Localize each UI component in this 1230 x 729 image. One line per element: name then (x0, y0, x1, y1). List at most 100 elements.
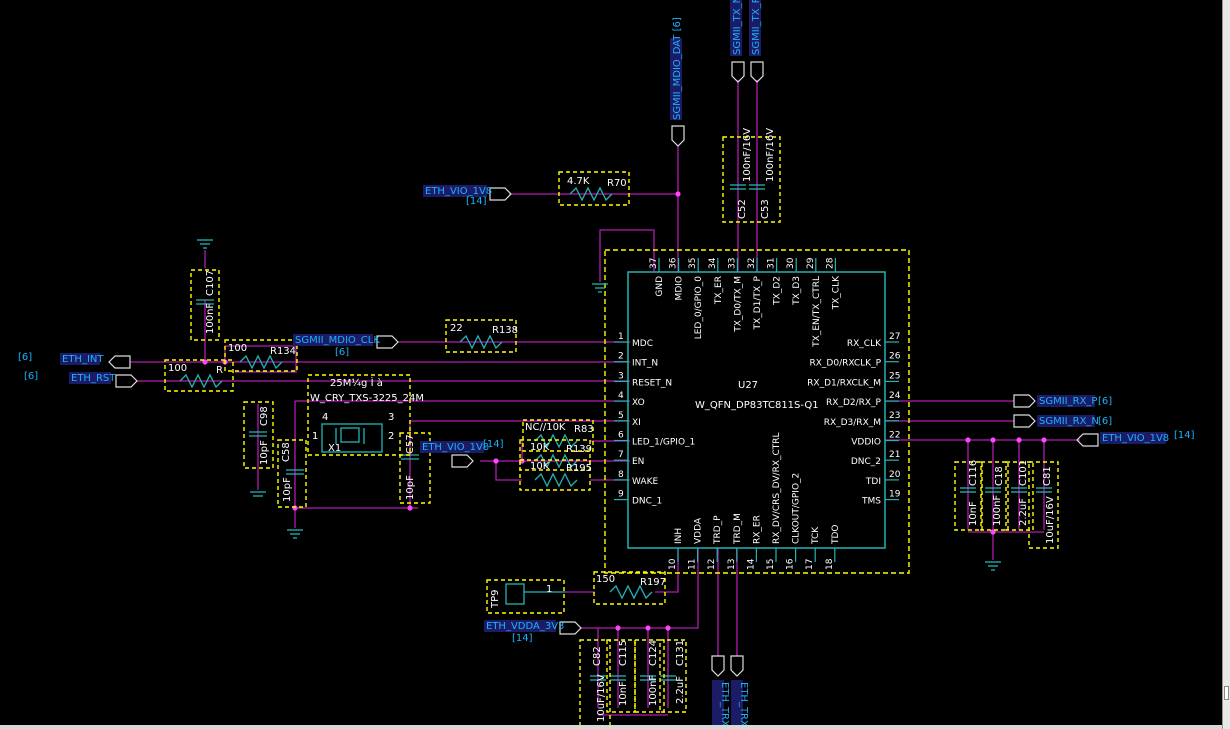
net-tx-n[interactable]: SGMII_TX_N (732, 0, 743, 55)
pin-num-32: 32 (747, 258, 757, 269)
pin-name-27: RX_CLK (847, 339, 882, 349)
pin-name-11: VDDA (694, 517, 704, 544)
c81-value: 10uF/16V (1045, 496, 1056, 544)
pin-num-34: 34 (708, 257, 718, 269)
c124-ref: C124 (648, 640, 659, 666)
x1-pin4: 4 (322, 412, 328, 423)
r134-value: 100 (228, 343, 247, 354)
chip-outline-dashed (604, 249, 910, 574)
rb-value: 100 (168, 363, 187, 374)
c58-value: 10pF (282, 477, 293, 502)
pin-num-35: 35 (688, 258, 698, 269)
c131-value: 2.2uF (675, 676, 686, 704)
net-trx-n[interactable]: ETH_TRX- (738, 682, 749, 729)
net-rx-n[interactable]: SGMII_RX_N (1039, 416, 1099, 427)
net-rx-p[interactable]: SGMII_RX_P (1039, 396, 1097, 407)
net-eth-int-ref: [6] (18, 352, 32, 363)
net-eth-int[interactable]: ETH_INT (62, 354, 104, 365)
pin-num-20: 20 (889, 470, 901, 480)
horizontal-scrollbar[interactable] (0, 725, 1222, 729)
c53-ref: C53 (760, 199, 771, 219)
pin-name-24: RX_D2/RX_P (826, 398, 882, 408)
c57-value: 10pF (405, 475, 416, 500)
component-labels: 4.7K R70 22 R138 100 R134 100 R NC//10K … (168, 128, 1056, 722)
net-eth-rst[interactable]: ETH_RST (71, 373, 116, 384)
net-vdda-ref: [14] (512, 633, 533, 644)
c81-ref: C81 (1042, 466, 1053, 486)
net-mdio-clk[interactable]: SGMII_MDIO_CLK (295, 335, 380, 346)
pin-num-23: 23 (889, 411, 900, 421)
c82-value: 10uF/16V (596, 674, 607, 722)
net-ports (108, 61, 1099, 677)
c58-ref: C58 (281, 442, 292, 462)
pin-name-16: CLKOUT/GPIO_2 (792, 473, 802, 544)
pin-num-28: 28 (825, 257, 835, 269)
scrollbar-thumb[interactable] (1224, 686, 1229, 700)
r195-value: 10K (530, 461, 550, 472)
pin-num-25: 25 (889, 371, 900, 381)
pin-num-10: 10 (668, 558, 678, 570)
net-vio-right-ref: [14] (1174, 430, 1195, 441)
c116-ref: C116 (968, 460, 979, 486)
pin-num-19: 19 (889, 490, 901, 500)
pin-num-14: 14 (746, 558, 756, 570)
c101-ref: C101 (1018, 460, 1029, 486)
c18-ref: C18 (994, 466, 1005, 486)
r195-ref: R195 (566, 463, 592, 474)
vertical-scrollbar[interactable] (1222, 0, 1230, 729)
net-vio-mid[interactable]: ETH_VIO_1V8 (422, 442, 489, 453)
pin-name-14: RX_ER (752, 515, 762, 544)
net-trx-p[interactable]: ETH_TRX+ (719, 682, 730, 729)
pin-num-8: 8 (618, 470, 624, 480)
tp9-pin: 1 (546, 584, 552, 595)
c52-ref: C52 (737, 199, 748, 219)
net-vio-top-ref: [14] (466, 196, 487, 207)
chip-pins: 1MDC2INT_N3RESET_N4XO5XI6LED_1/GPIO_17EN… (614, 257, 901, 570)
pin-num-15: 15 (766, 559, 776, 570)
pin-num-18: 18 (825, 558, 835, 570)
c124-value: 100nF (648, 675, 659, 706)
pin-num-7: 7 (618, 450, 624, 460)
r134-ref: R134 (270, 346, 296, 357)
r138-value: 22 (450, 323, 463, 334)
pin-num-37: 37 (649, 258, 659, 269)
chip-ref: U27 (738, 380, 758, 391)
pin-name-34: TX_ER (714, 276, 724, 305)
component-symbols (179, 184, 1052, 681)
pin-num-26: 26 (889, 352, 901, 362)
net-mdio-dat[interactable]: SGMII_MDIO_DAT [6] (672, 17, 683, 120)
pin-num-29: 29 (806, 257, 816, 269)
ground-symbols (197, 239, 1001, 571)
pin-name-6: LED_1/GPIO_1 (632, 438, 695, 448)
pin-name-31: TX_D2 (773, 276, 783, 306)
c82-ref: C82 (592, 646, 603, 666)
pin-num-5: 5 (618, 411, 624, 421)
pin-name-29: TX_EN/TX_CTRL (812, 276, 822, 348)
x1-part: W_CRY_TXS-3225_24M (310, 393, 424, 404)
pin-name-30: TX_D3 (792, 276, 802, 306)
net-rx-p-ref: [6] (1098, 396, 1112, 407)
rb-ref: R (216, 365, 223, 376)
pin-name-5: XI (632, 418, 641, 428)
pin-num-13: 13 (727, 559, 737, 570)
r138-ref: R138 (492, 325, 518, 336)
x1-pin3: 3 (388, 412, 394, 423)
net-tx-p[interactable]: SGMII_TX_P (751, 0, 762, 55)
net-vdda[interactable]: ETH_VDDA_3V3 (486, 621, 564, 632)
tp9-ref: TP9 (490, 589, 501, 609)
net-vio-top[interactable]: ETH_VIO_1V8 (425, 186, 492, 197)
chip-u27[interactable]: U27 W_QFN_DP83TC811S-Q1 1MDC2INT_N3RESET… (604, 249, 910, 574)
pin-name-32: TX_D1/TX_P (753, 275, 763, 330)
pin-name-9: DNC_1 (632, 497, 662, 507)
pin-num-3: 3 (618, 371, 624, 381)
pin-name-13: TRD_M (733, 513, 743, 545)
pin-num-12: 12 (707, 559, 717, 570)
c131-ref: C131 (675, 640, 686, 666)
net-vio-right[interactable]: ETH_VIO_1V8 (1102, 433, 1169, 444)
pin-num-17: 17 (805, 559, 815, 570)
pin-num-21: 21 (889, 450, 900, 460)
pin-name-25: RX_D1/RXCLK_M (807, 378, 881, 388)
c101-value: 2.2uF (1018, 498, 1029, 526)
pin-name-8: WAKE (632, 477, 658, 487)
